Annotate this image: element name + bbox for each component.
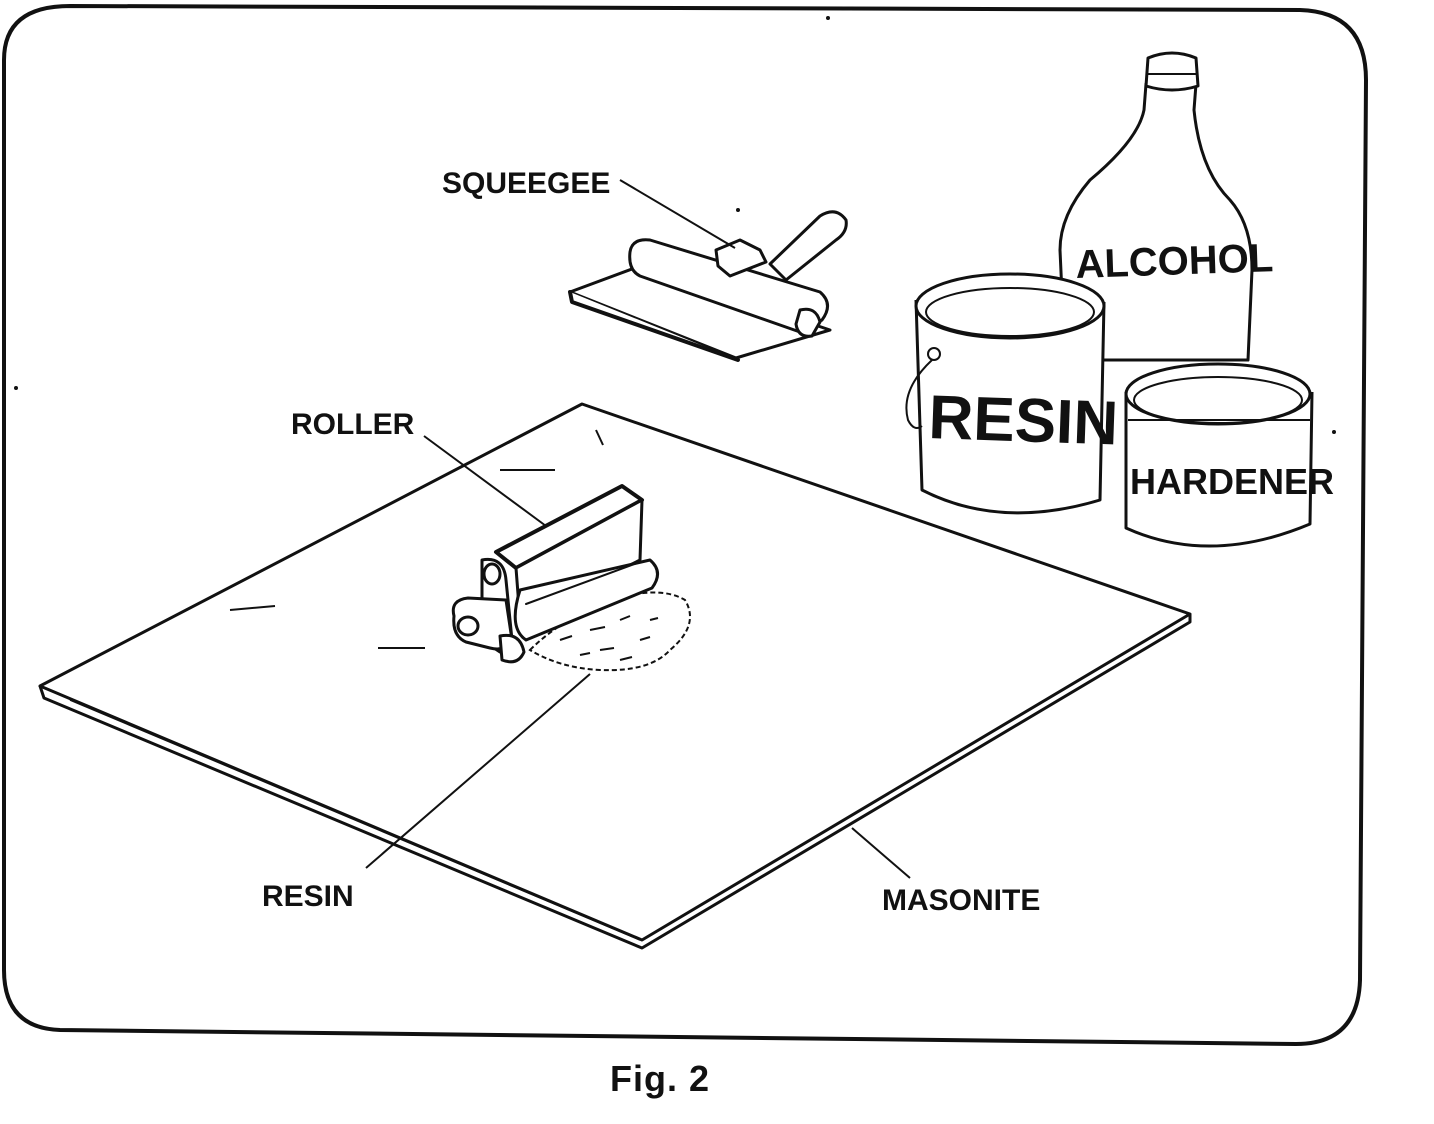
resin-can <box>905 272 1106 515</box>
masonite-board <box>38 402 1192 950</box>
figure-caption: Fig. 2 <box>609 1058 710 1099</box>
roller-tool <box>451 484 659 664</box>
leader-lines <box>365 179 911 879</box>
alcohol-bottle-label: ALCOHOL <box>1075 236 1274 287</box>
masonite-label: MASONITE <box>882 884 1040 917</box>
squeegee-label: SQUEEGEE <box>442 167 610 200</box>
hardener-can <box>1124 362 1314 548</box>
figure-border <box>2 3 1369 1047</box>
squeegee-leader-line <box>619 179 736 249</box>
resin-label: RESIN <box>262 880 354 913</box>
roller-label: ROLLER <box>291 408 415 441</box>
print-specks <box>14 16 1336 434</box>
alcohol-bottle <box>1058 51 1254 362</box>
squeegee-tool <box>568 210 848 362</box>
roller-leader-line <box>423 435 547 527</box>
resin-can-label: RESIN <box>928 383 1120 459</box>
masonite-leader-line <box>851 827 911 879</box>
hardener-can-label: HARDENER <box>1130 461 1334 502</box>
resin-leader-line <box>365 673 591 869</box>
